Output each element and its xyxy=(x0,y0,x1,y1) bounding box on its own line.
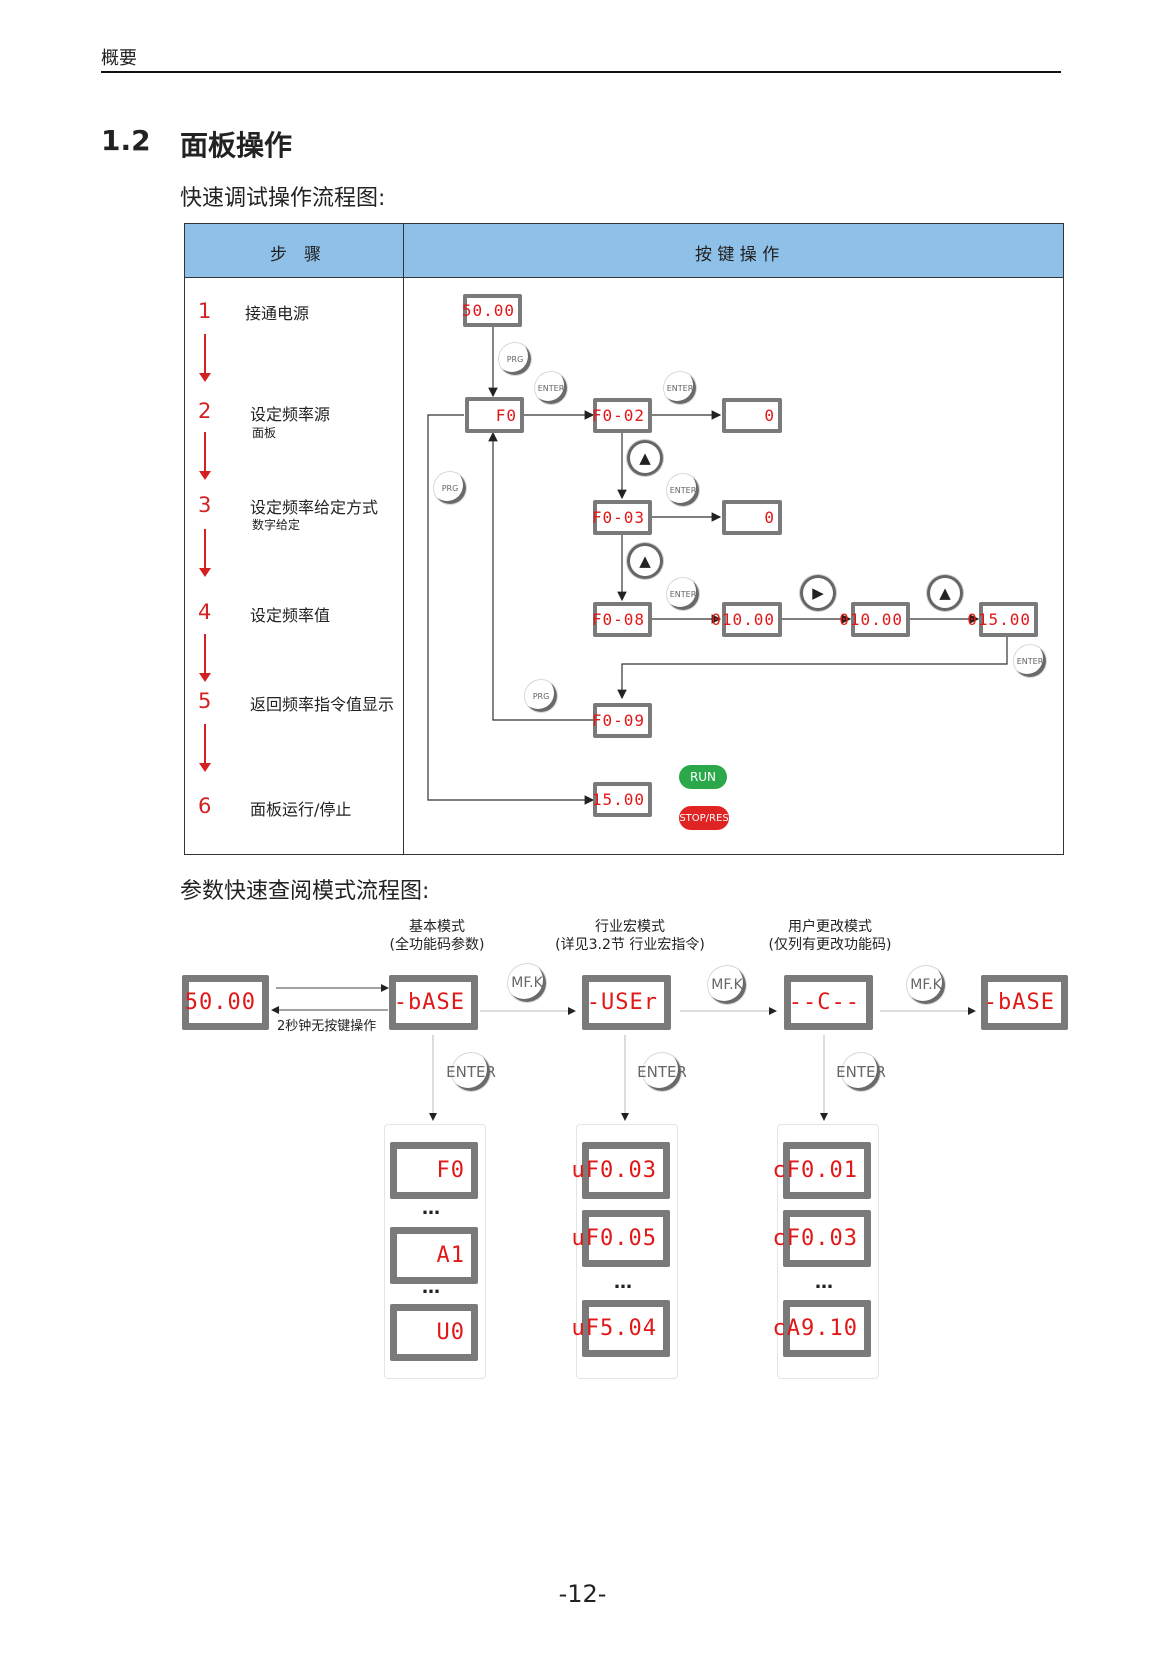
step-number: 6 xyxy=(198,794,212,818)
step-arrow xyxy=(199,334,211,382)
basic-param-list xyxy=(384,1124,486,1379)
display-param: cA9.10 xyxy=(773,1300,871,1357)
up-arrow-icon[interactable]: ▲ xyxy=(630,546,660,576)
section-number: 1.2 xyxy=(101,124,151,157)
display-user: -USEr xyxy=(582,975,671,1030)
header-key-operation: 按 键 操 作 xyxy=(695,245,780,265)
step-label: 返回频率指令值显示 xyxy=(250,695,395,714)
display-param: A1 xyxy=(390,1227,478,1284)
mode-label-user: 用户更改模式(仅列有更改功能码) xyxy=(768,919,892,953)
display-value-0b: 0 xyxy=(722,500,782,535)
mode-label-industry: 行业宏模式(详见3.2节 行业宏指令) xyxy=(555,919,705,953)
enter-key[interactable]: ENTER xyxy=(664,372,696,404)
display-run-value: 15.00 xyxy=(592,782,652,817)
mfk-key[interactable]: MF.K xyxy=(508,964,546,1002)
display-param: cF0.01 xyxy=(773,1142,871,1199)
table-divider xyxy=(403,224,404,854)
mfk-key[interactable]: MF.K xyxy=(708,966,746,1004)
step-label: 接通电源 xyxy=(245,304,310,323)
industry-param-list xyxy=(576,1124,678,1379)
step-sublabel: 面板 xyxy=(252,426,277,440)
prg-key[interactable]: PRG xyxy=(499,343,531,375)
step-arrow xyxy=(199,529,211,577)
display-f0: F0 xyxy=(465,397,524,433)
page-number: -12- xyxy=(558,1580,607,1608)
mfk-key[interactable]: MF.K xyxy=(907,966,945,1004)
enter-key[interactable]: ENTER xyxy=(637,1053,687,1091)
up-arrow-icon[interactable]: ▲ xyxy=(930,578,960,608)
up-arrow-icon[interactable]: ▲ xyxy=(630,443,660,473)
ellipsis: … xyxy=(422,1277,442,1298)
stop-reset-button[interactable]: STOP/RES xyxy=(679,806,729,830)
display-param: uF5.04 xyxy=(572,1300,670,1357)
step-label: 设定频率源 xyxy=(250,405,331,424)
enter-key[interactable]: ENTER xyxy=(1014,645,1046,677)
step-number: 2 xyxy=(198,399,212,423)
display-value-2: 010.00 xyxy=(839,602,910,637)
running-header: 概要 xyxy=(101,48,137,69)
ellipsis: … xyxy=(614,1272,634,1293)
ellipsis: … xyxy=(815,1272,835,1293)
display-param: uF0.03 xyxy=(572,1142,670,1199)
step-number: 5 xyxy=(198,689,212,713)
step-sublabel: 数字给定 xyxy=(252,518,301,532)
step-label: 设定频率值 xyxy=(250,606,331,625)
quick-debug-table: 步 骤 按 键 操 作 1 接通电源 2 设定频率源 面板 3 设定频率给定方式… xyxy=(184,223,1064,855)
enter-key[interactable]: ENTER xyxy=(836,1053,886,1091)
step-number: 4 xyxy=(198,600,212,624)
display-value-1: 010.00 xyxy=(711,602,782,637)
run-button[interactable]: RUN xyxy=(679,765,727,789)
display-f0-02: F0-02 xyxy=(592,398,652,433)
ellipsis: … xyxy=(422,1198,442,1219)
step-label: 设定频率给定方式 xyxy=(250,498,379,517)
display-value-3: 015.00 xyxy=(967,602,1038,637)
display-base: -bASE xyxy=(389,975,478,1030)
enter-key[interactable]: ENTER xyxy=(535,372,567,404)
display-param: uF0.05 xyxy=(572,1210,670,1267)
header-rule xyxy=(101,71,1061,73)
step-arrow xyxy=(199,432,211,480)
enter-key[interactable]: ENTER xyxy=(446,1053,496,1091)
flowchart-caption-2: 参数快速查阅模式流程图: xyxy=(180,879,430,904)
step-arrow xyxy=(199,634,211,682)
display-param: U0 xyxy=(390,1304,478,1361)
display-base-return: -bASE xyxy=(981,975,1068,1030)
display-changed: --C-- xyxy=(784,975,873,1030)
display-f0-03: F0-03 xyxy=(592,500,652,535)
right-arrow-icon[interactable]: ▶ xyxy=(803,578,833,608)
enter-key[interactable]: ENTER xyxy=(667,474,699,506)
display-value-0a: 0 xyxy=(722,398,782,433)
enter-key[interactable]: ENTER xyxy=(667,578,699,610)
step-arrow xyxy=(199,724,211,772)
display-power-on: 50.00 xyxy=(462,294,522,327)
prg-key[interactable]: PRG xyxy=(525,680,557,712)
section-title: 面板操作 xyxy=(180,129,293,162)
display-f0-09: F0-09 xyxy=(592,703,652,738)
display-f0-08: F0-08 xyxy=(592,602,652,637)
flowchart-caption-1: 快速调试操作流程图: xyxy=(180,186,386,211)
display-param: F0 xyxy=(390,1142,478,1199)
display-start: 50.00 xyxy=(182,975,269,1030)
step-label: 面板运行/停止 xyxy=(250,800,352,819)
display-param: cF0.03 xyxy=(773,1210,871,1267)
header-steps: 步 骤 xyxy=(270,245,321,265)
mode-label-basic: 基本模式(全功能码参数) xyxy=(389,919,485,953)
step-number: 1 xyxy=(198,299,212,323)
timeout-note: 2秒钟无按键操作 xyxy=(277,1019,377,1034)
prg-key[interactable]: PRG xyxy=(434,472,466,504)
step-number: 3 xyxy=(198,493,212,517)
user-param-list xyxy=(777,1124,879,1379)
table-header xyxy=(185,224,1063,278)
